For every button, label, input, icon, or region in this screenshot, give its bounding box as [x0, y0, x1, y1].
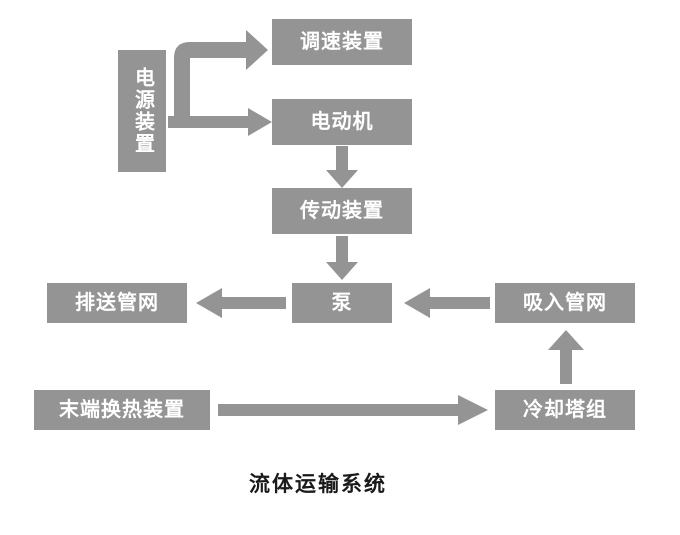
node-speed-label: 调速装置: [300, 30, 384, 53]
arrow-terminal-to-cooling: [218, 395, 488, 425]
node-terminal-label: 末端换热装置: [59, 398, 185, 421]
node-pump-label: 泵: [331, 291, 353, 314]
node-transmission[interactable]: 传动装置: [272, 188, 412, 234]
arrow-transmission-to-pump: [326, 236, 358, 280]
node-power-label: 电源装置: [131, 67, 154, 155]
arrow-power-to-speed: [168, 28, 274, 128]
arrow-power-to-motor: [168, 108, 272, 136]
node-suction[interactable]: 吸入管网: [495, 283, 635, 323]
arrow-suction-to-pump: [404, 288, 490, 318]
node-suction-label: 吸入管网: [523, 291, 607, 314]
node-terminal[interactable]: 末端换热装置: [34, 390, 210, 430]
node-speed[interactable]: 调速装置: [272, 19, 412, 65]
arrow-motor-to-transmission: [326, 146, 358, 188]
node-motor[interactable]: 电动机: [272, 99, 412, 145]
node-discharge[interactable]: 排送管网: [47, 283, 187, 323]
arrow-cooling-to-suction: [548, 330, 584, 384]
node-motor-label: 电动机: [310, 110, 374, 133]
node-power[interactable]: 电源装置: [118, 50, 166, 172]
node-cooling[interactable]: 冷却塔组: [495, 390, 635, 430]
node-cooling-label: 冷却塔组: [523, 398, 607, 421]
node-transmission-label: 传动装置: [300, 199, 384, 222]
node-discharge-label: 排送管网: [75, 291, 159, 314]
arrow-pump-to-discharge: [196, 288, 286, 318]
diagram-caption: 流体运输系统: [249, 472, 387, 496]
node-pump[interactable]: 泵: [292, 283, 392, 323]
